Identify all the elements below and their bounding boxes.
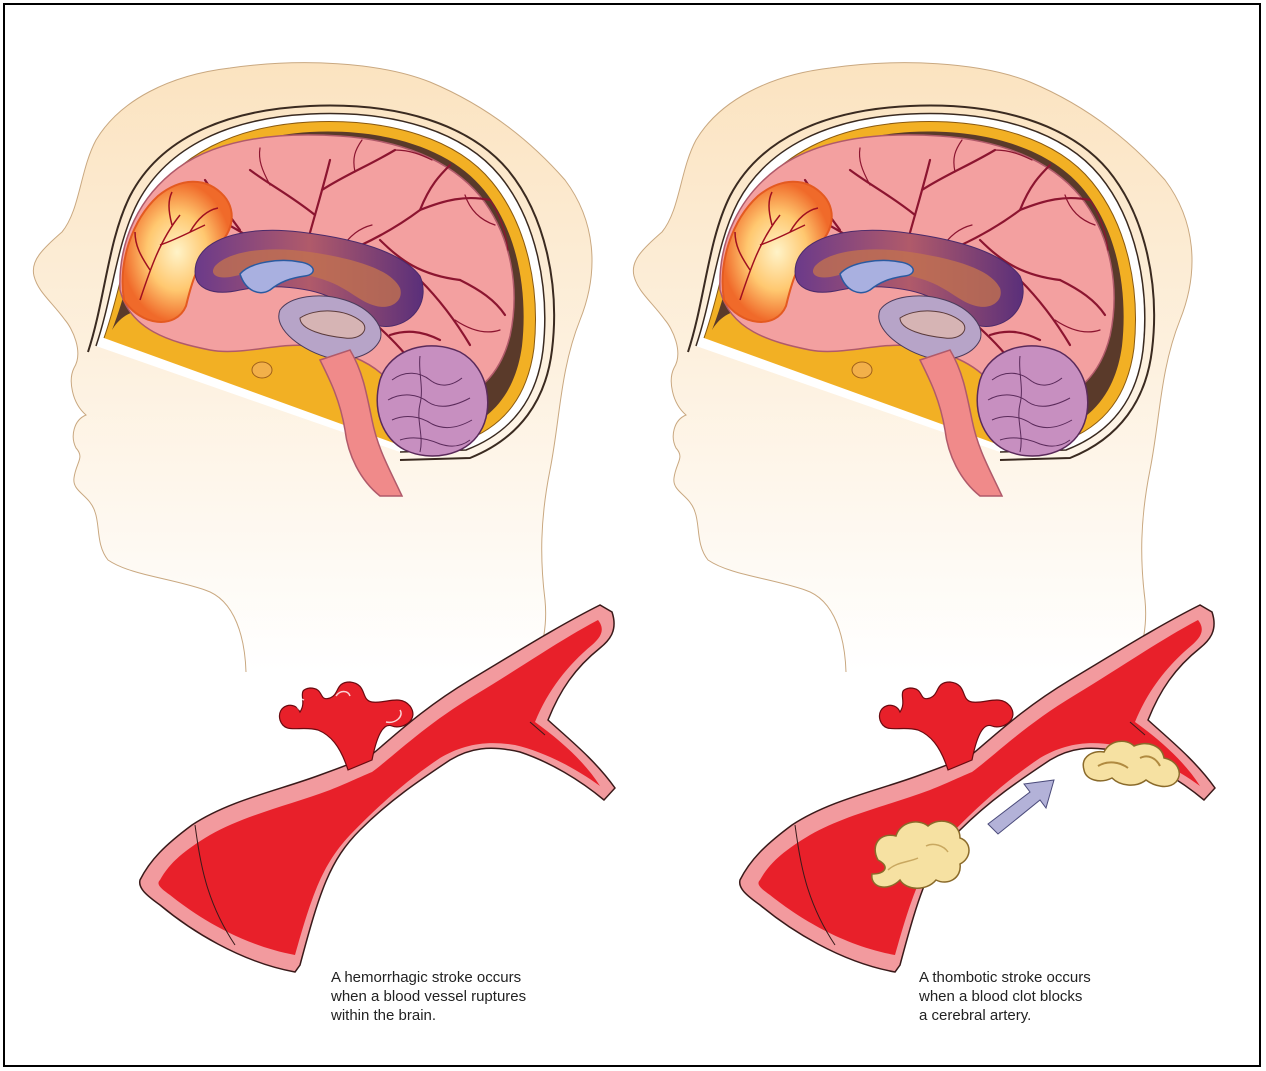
caption-line: within the brain. (331, 1006, 526, 1025)
caption-line: A thombotic stroke occurs (919, 968, 1091, 987)
hemorrhagic-panel (33, 63, 615, 972)
caption-line: when a blood vessel ruptures (331, 987, 526, 1006)
head-cross-section-right (633, 63, 1200, 672)
caption-line: A hemorrhagic stroke occurs (331, 968, 526, 987)
caption-line: a cerebral artery. (919, 1006, 1091, 1025)
thrombotic-panel (633, 63, 1215, 972)
thrombotic-caption: A thombotic stroke occurs when a blood c… (919, 968, 1091, 1025)
caption-line: when a blood clot blocks (919, 987, 1091, 1006)
hemorrhagic-caption: A hemorrhagic stroke occurs when a blood… (331, 968, 526, 1025)
head-cross-section-left (33, 63, 600, 672)
